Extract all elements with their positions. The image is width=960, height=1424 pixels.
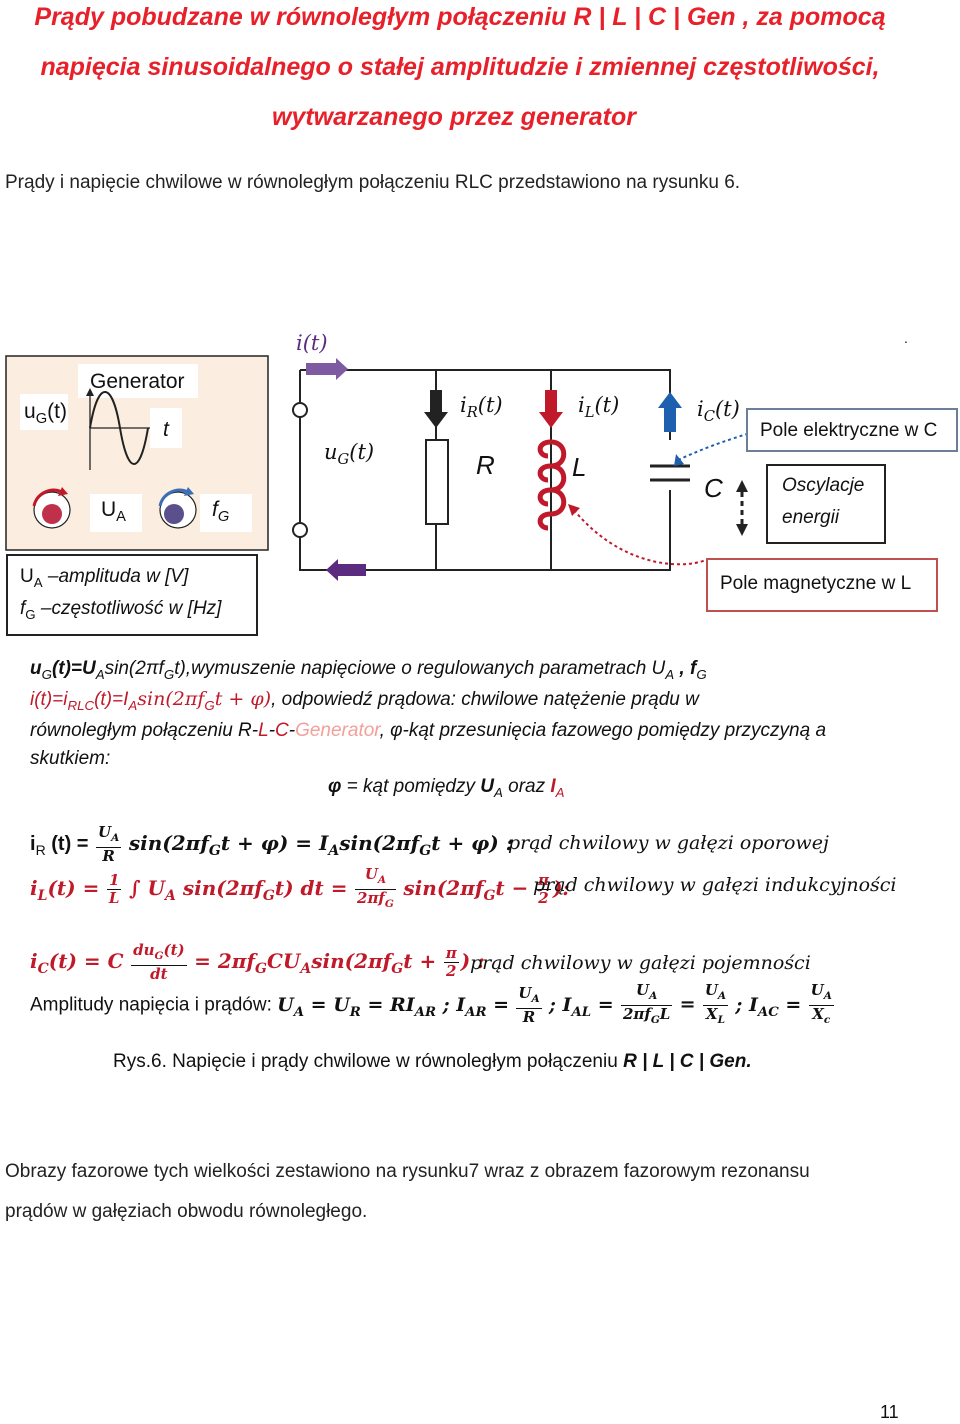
ir-label: iR(t): [460, 393, 503, 422]
para-line-4: skutkiem:: [30, 748, 111, 769]
title-line-3: wytwarzanego przez generator: [272, 103, 636, 131]
stray-dot: .: [904, 330, 908, 346]
amplitude-knob-icon: [32, 487, 71, 529]
frequency-knob-icon: [158, 487, 197, 529]
electric-field-label: Pole elektryczne w C: [760, 420, 938, 441]
magnetic-field-label: Pole magnetyczne w L: [720, 573, 912, 594]
oscillation-label-1: Oscylacje: [782, 475, 865, 496]
circuit-svg: [5, 355, 761, 581]
inductor-label: L: [572, 452, 587, 482]
time-axis-label: t: [163, 418, 169, 441]
equation-ic-description: prąd chwilowy w gałęzi pojemności: [470, 952, 811, 974]
legend-amplitude: UA –amplituda w [V]: [20, 566, 189, 590]
fg-label: fG: [212, 498, 230, 526]
ir-arrow-icon: [424, 390, 448, 428]
equation-ic: iC(t) = C duG(t)dt = 2πfGCUAsin⁡(2πfGt +…: [30, 941, 485, 983]
ua-label: UA: [101, 498, 126, 526]
outro-line-2: prądów w gałęziach obwodu równoległego.: [5, 1201, 368, 1222]
title-line-1: Prądy pobudzane w równoległym połączeniu…: [34, 3, 886, 31]
il-label: iL(t): [578, 393, 620, 422]
magnetic-field-box: Pole magnetyczne w L: [706, 558, 938, 612]
para-line-2: i(t)=iRLC(t)=IAsin(2πfGt + φ), odpowiedź…: [30, 688, 699, 713]
outro-line-1: Obrazy fazorowe tych wielkości zestawion…: [5, 1161, 810, 1182]
equation-ir-description: prąd chwilowy w gałęzi oporowej: [508, 832, 829, 854]
ic-label: iC(t): [697, 397, 740, 426]
ug-label: uG(t): [24, 400, 67, 428]
legend-box: UA –amplituda w [V] fG –częstotliwość w …: [6, 554, 258, 636]
resistor: [425, 439, 449, 525]
legend-frequency: fG –częstotliwość w [Hz]: [20, 598, 222, 622]
oscillation-label-2: energii: [782, 507, 840, 528]
return-arrow-icon: [326, 559, 366, 581]
ug-terminal-label: uG(t): [324, 440, 375, 469]
resistor-label: R: [476, 450, 495, 480]
para-line-3: równoległym połączeniu R-L-C-Generator, …: [30, 720, 827, 741]
figure-caption: Rys.6. Napięcie i prądy chwilowe w równo…: [113, 1051, 752, 1072]
oscillation-arrow-icon: [736, 480, 748, 536]
sine-wave: [89, 391, 149, 465]
intro-text: Prądy i napięcie chwilowe w równoległym …: [5, 172, 741, 193]
current-label: i(t): [296, 331, 328, 355]
current-arrow-icon: [306, 358, 348, 380]
title-line-2: napięcia sinusoidalnego o stałej amplitu…: [40, 53, 880, 81]
inductor: [537, 439, 567, 531]
equation-il-description: prąd chwilowy w gałęzi indukcyjności: [533, 874, 897, 896]
amplitudes-line: Amplitudy napięcia i prądów: UA = UR = R…: [30, 981, 834, 1026]
electric-field-box: Pole elektryczne w C: [746, 408, 958, 452]
oscillation-box: Oscylacje energii: [766, 464, 886, 544]
ic-arrow-icon: [658, 392, 682, 432]
il-arrow-icon: [539, 390, 563, 428]
capacitor-label: C: [704, 473, 723, 503]
page-number: 11: [880, 1402, 899, 1422]
generator-label: Generator: [90, 370, 185, 393]
generator-label-bg: [78, 364, 198, 398]
phi-definition: φ = kąt pomiędzy UA oraz IA: [328, 776, 565, 800]
para-line-1: uG(t)=UAsin(2πfGt),wymuszenie napięciowe…: [30, 658, 707, 682]
